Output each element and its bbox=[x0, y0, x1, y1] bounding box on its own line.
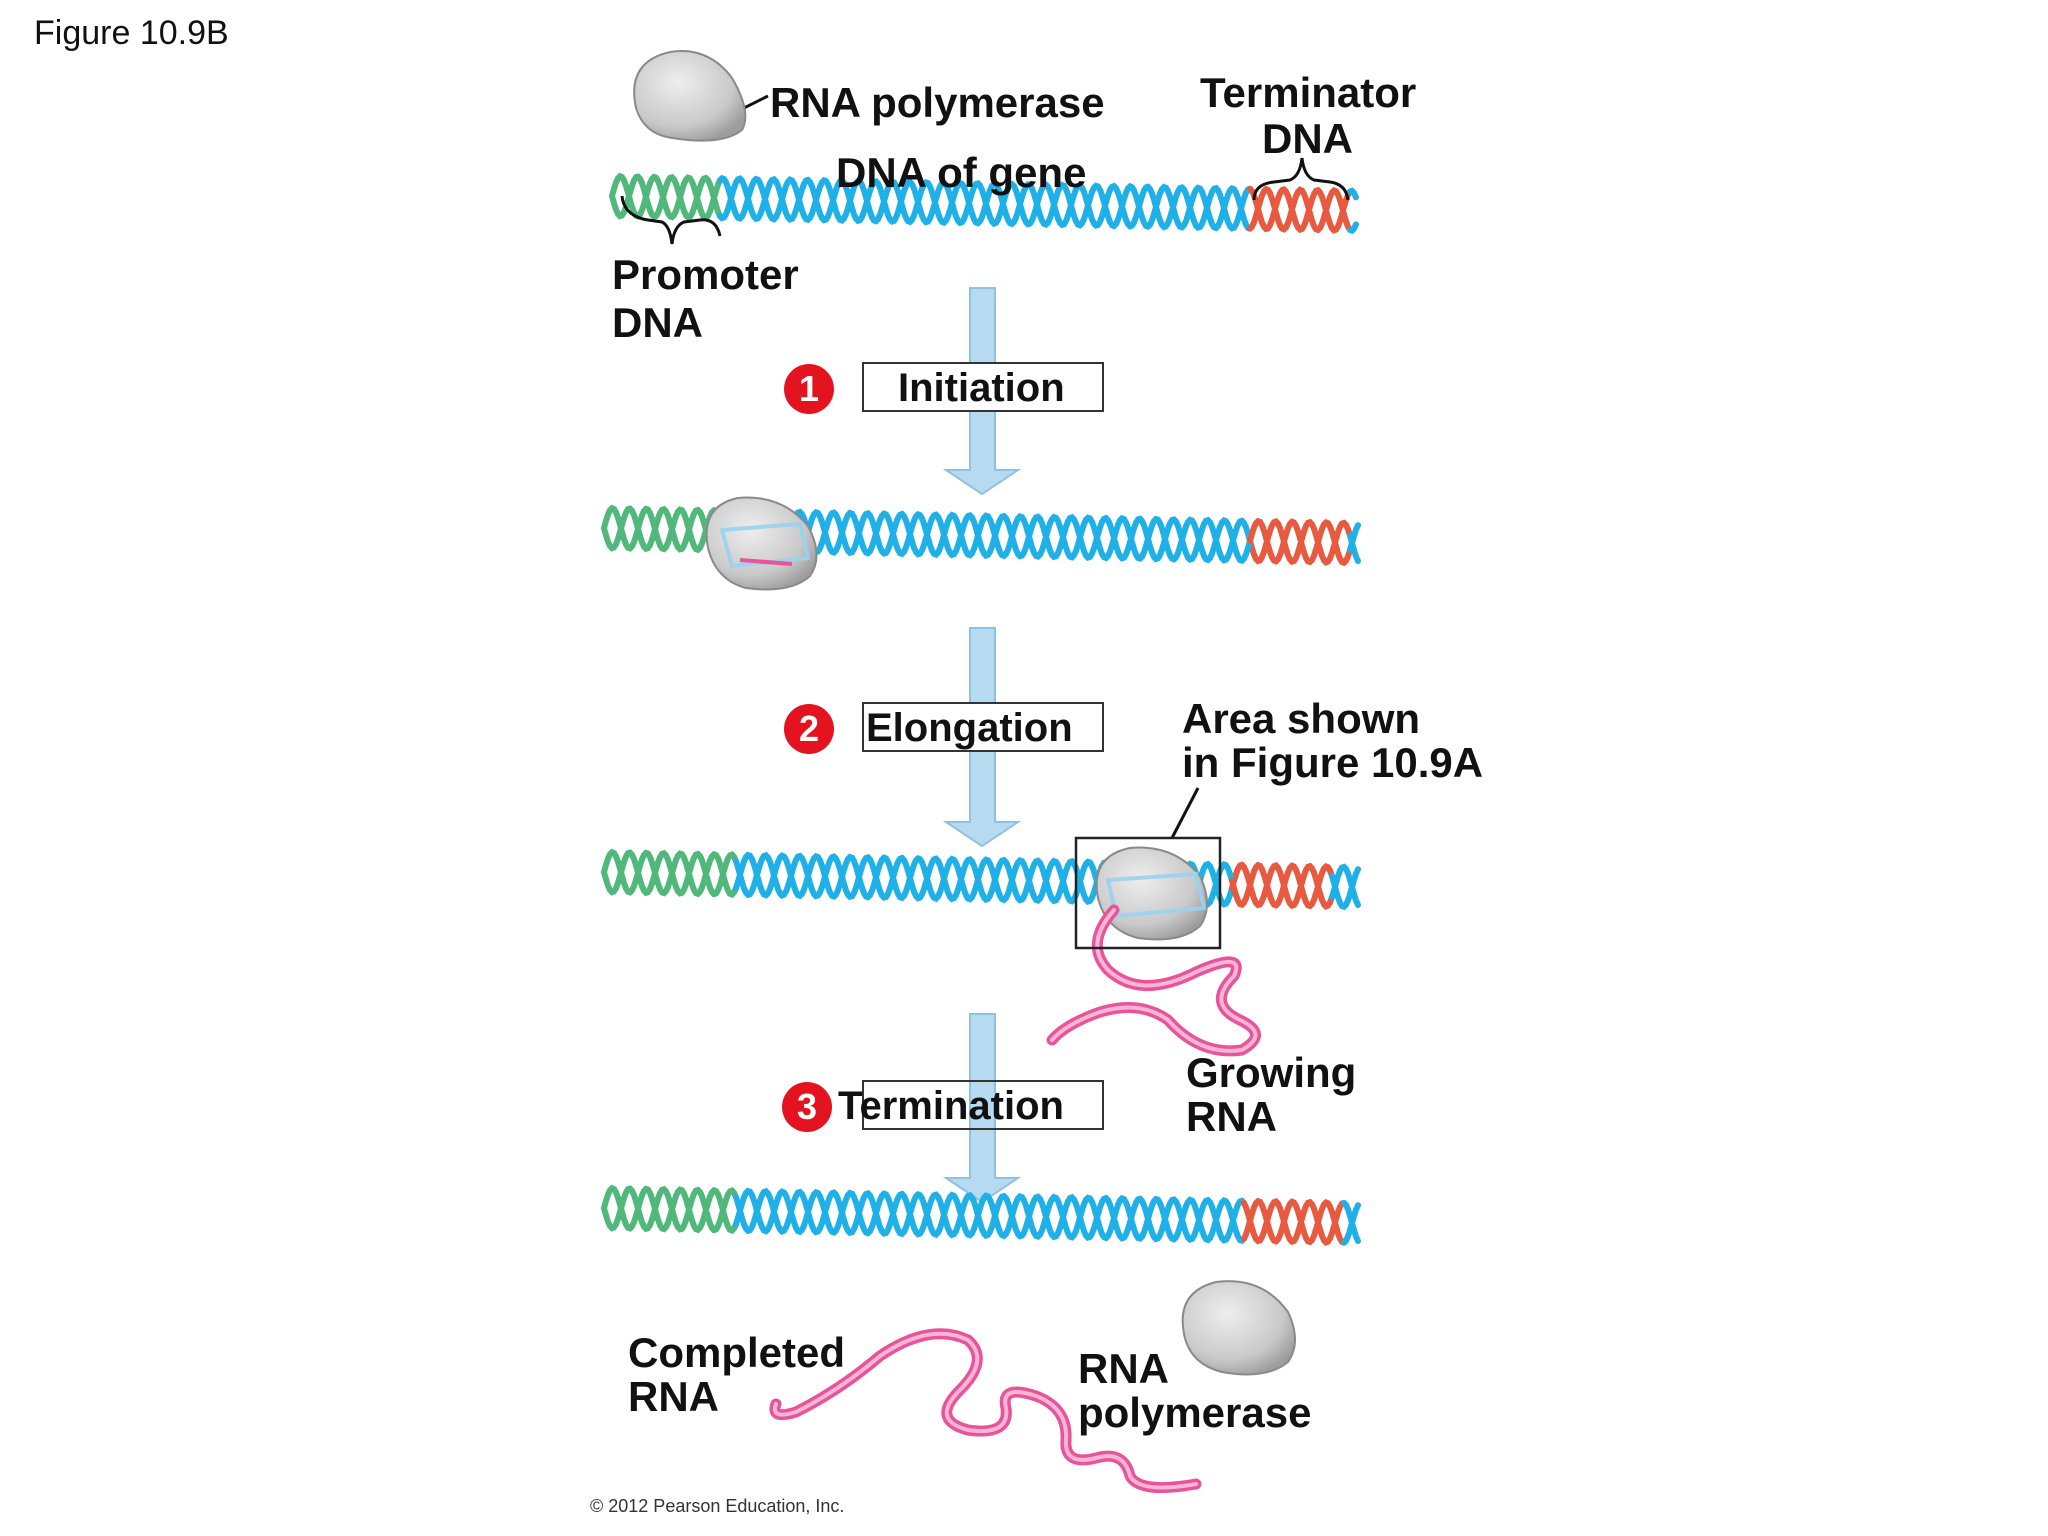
dna-strand-segment bbox=[609, 172, 723, 222]
dna-strand-segment bbox=[601, 848, 739, 898]
step-2-badge: 2 bbox=[784, 704, 834, 754]
dna-strand-segment bbox=[733, 1187, 1247, 1244]
area-shown-label-line2: in Figure 10.9A bbox=[1182, 739, 1484, 786]
dna-helix-top bbox=[609, 172, 1359, 235]
copyright-notice: © 2012 Pearson Education, Inc. bbox=[590, 1496, 845, 1516]
dna-strand-segment bbox=[601, 1184, 739, 1234]
promoter-label-line2: DNA bbox=[612, 299, 703, 346]
dna-strand-segment bbox=[1247, 517, 1353, 567]
dna-strand-segment bbox=[1247, 185, 1353, 234]
dna-strand-segment bbox=[717, 174, 1253, 232]
arrow-to-termination bbox=[942, 1013, 1022, 1204]
dna-strand-segment bbox=[601, 1185, 739, 1234]
area-shown-leader bbox=[1170, 787, 1200, 839]
rna-polymerase-elongation bbox=[1095, 846, 1208, 941]
dna-strand-segment bbox=[601, 504, 723, 554]
area-shown-box bbox=[1074, 836, 1222, 950]
step-2-box: Elongation bbox=[862, 702, 1104, 752]
dna-helix-elongation bbox=[601, 848, 1361, 911]
rna-polymerase-top bbox=[633, 50, 747, 142]
released-polymerase-label-line1: RNA bbox=[1078, 1345, 1169, 1392]
completed-rna-label-line2: RNA bbox=[628, 1373, 719, 1420]
dna-strand-segment bbox=[1247, 185, 1353, 234]
terminator-label-line1: Terminator bbox=[1200, 69, 1417, 116]
growing-rna-label-line2: RNA bbox=[1186, 1093, 1277, 1140]
dna-strand-segment bbox=[1341, 1202, 1361, 1246]
terminator-label-line2: DNA bbox=[1262, 115, 1353, 162]
step-1-box: Initiation bbox=[862, 362, 1104, 412]
completed-rna-label-line1: Completed bbox=[628, 1329, 846, 1376]
promoter-brace bbox=[620, 195, 722, 245]
dna-strand-segment bbox=[1347, 187, 1359, 201]
growing-rna bbox=[1046, 904, 1261, 1057]
growing-rna-label-line1: Growing bbox=[1186, 1049, 1357, 1096]
dna-helix-termination bbox=[601, 1184, 1361, 1246]
released-polymerase-label-line2: polymerase bbox=[1078, 1389, 1312, 1436]
dna-strand-segment bbox=[1229, 861, 1335, 910]
dna-strand-segment bbox=[601, 849, 739, 898]
completed-rna bbox=[769, 1328, 1202, 1494]
dna-strand-segment bbox=[601, 505, 723, 554]
step-1-badge: 1 bbox=[784, 364, 834, 414]
step-3-box: Termination bbox=[838, 1080, 1104, 1130]
promoter-label-line1: Promoter bbox=[612, 251, 799, 298]
dna-strand-segment bbox=[1329, 866, 1361, 911]
dna-strand-segment bbox=[1347, 522, 1361, 554]
dna-strand-segment bbox=[1241, 1197, 1347, 1246]
rna-polymerase-released bbox=[1181, 1280, 1296, 1376]
dna-strand-segment bbox=[1347, 221, 1359, 235]
dna-strand-segment bbox=[733, 1187, 1247, 1245]
terminator-brace bbox=[1252, 157, 1350, 201]
braces bbox=[620, 157, 1350, 245]
rna-polymerase-initiation bbox=[705, 496, 818, 591]
area-shown-label-line1: Area shown bbox=[1182, 695, 1421, 742]
figure-label: Figure 10.9B bbox=[34, 14, 229, 52]
step-3-badge: 3 bbox=[782, 1082, 832, 1132]
dna-of-gene-label: DNA of gene bbox=[836, 149, 1087, 196]
rna-polymerase-label: RNA polymerase bbox=[770, 79, 1105, 126]
dna-strand-segment bbox=[1241, 1198, 1347, 1246]
